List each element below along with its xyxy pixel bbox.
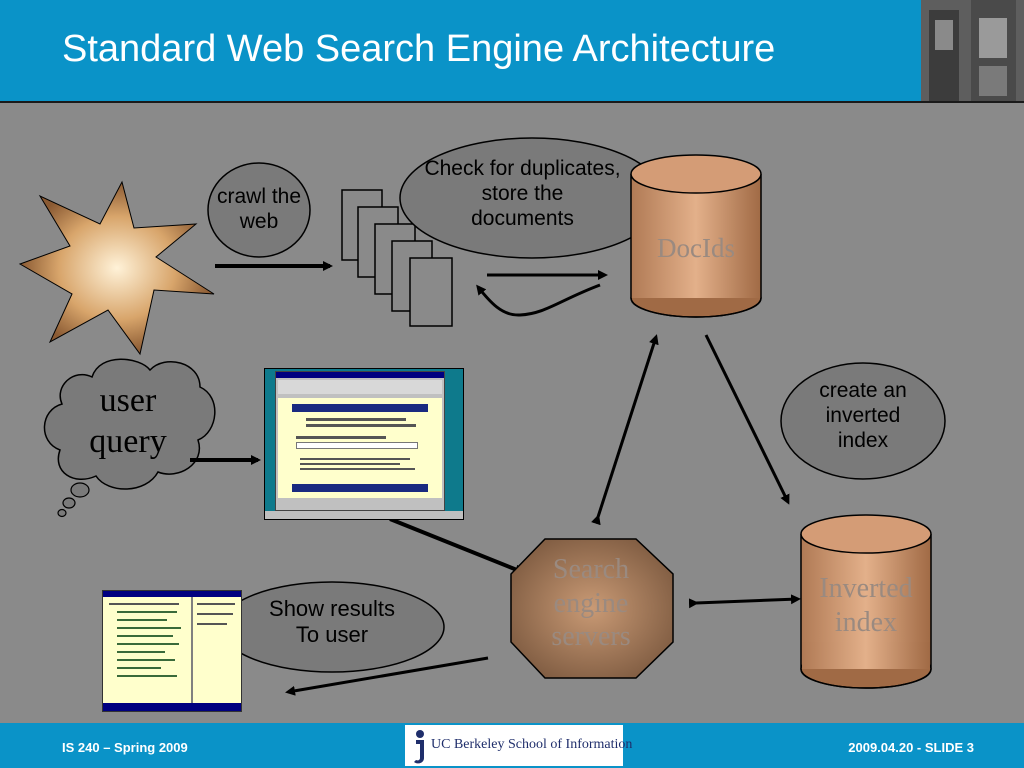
search-servers-octagon <box>510 538 674 679</box>
servers-index-arrow <box>688 594 801 609</box>
building-photo <box>921 0 1024 101</box>
create-index-arrow <box>704 334 790 505</box>
results-arrow <box>285 656 489 696</box>
show-results-label: Show results To user <box>269 596 395 648</box>
crawl-ellipse <box>207 162 311 258</box>
web-starburst <box>18 180 215 356</box>
course-label: IS 240 – Spring 2009 <box>62 740 188 755</box>
title-bar: Standard Web Search Engine Architecture <box>0 0 1024 101</box>
school-logo-text: UC Berkeley School of Information <box>431 737 633 752</box>
user-query-label: user query <box>89 382 167 460</box>
create-index-ellipse <box>780 362 946 480</box>
crawl-label: crawl the web <box>216 185 302 234</box>
create-index-label: create an inverted index <box>819 379 907 453</box>
slide-title: Standard Web Search Engine Architecture <box>62 28 776 70</box>
duplicate-return-arrow <box>476 283 601 317</box>
docids-label: DocIds <box>657 233 735 263</box>
footer-bar: IS 240 – Spring 2009 UC Berkeley School … <box>0 723 1024 768</box>
docids-servers-arrow <box>591 334 659 526</box>
school-logo-icon <box>414 730 424 764</box>
docids-cylinder <box>630 154 762 318</box>
school-logo: UC Berkeley School of Information <box>405 725 632 766</box>
user-query-cloud <box>43 358 216 518</box>
inverted-index-cylinder <box>800 514 932 689</box>
document-stack <box>341 189 453 327</box>
browser-to-servers-arrow <box>389 517 525 575</box>
search-servers-label: Search engine servers <box>551 554 631 653</box>
results-screenshot <box>102 590 242 712</box>
check-label: Check for duplicates, store the document… <box>424 157 621 231</box>
slide-number-label: 2009.04.20 - SLIDE 3 <box>848 740 974 755</box>
diagram-area: crawl the web Check for duplicates, stor… <box>0 101 1024 725</box>
browser-screenshot <box>264 368 464 520</box>
inverted-index-label: Inverted index <box>819 573 913 638</box>
